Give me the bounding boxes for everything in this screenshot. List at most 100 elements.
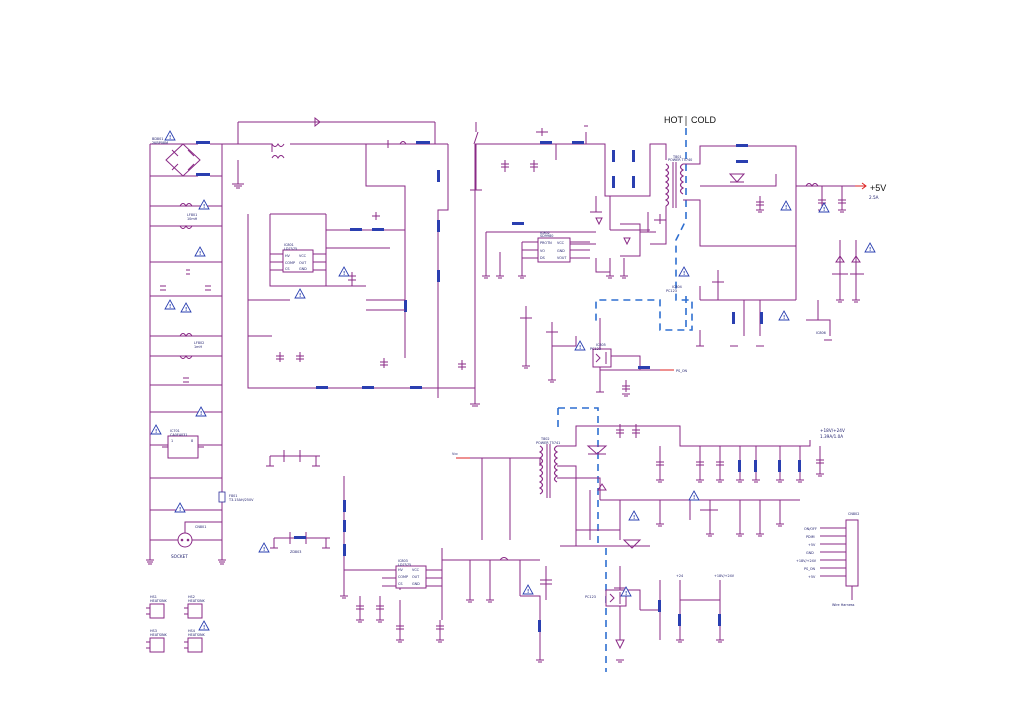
svg-text:!: ! — [343, 271, 345, 277]
ic803-pin-comp: COMP — [398, 575, 408, 579]
warning-icon: ! — [294, 288, 306, 299]
socket-label: SOCKET — [171, 554, 188, 559]
feedback-section — [520, 306, 674, 397]
hs3-part: HEATSINK — [150, 633, 168, 637]
svg-text:!: ! — [625, 591, 627, 597]
ic801-pin-hv: HV — [285, 254, 291, 258]
lf802-ref: LF802 — [194, 341, 204, 345]
warning-icon: ! — [818, 202, 830, 213]
ic801-pin-cs: CS — [285, 267, 290, 271]
ic801-part: LD7575 — [284, 247, 297, 251]
svg-text:!: ! — [693, 495, 695, 501]
ic803-part: LD7575 — [398, 563, 411, 567]
primary-bulk-section — [232, 116, 520, 407]
svg-text:!: ! — [169, 304, 171, 310]
warning-icon: ! — [620, 586, 632, 597]
ps-on-tag: PS_ON — [676, 369, 688, 373]
v5-output-label: +5V — [870, 183, 886, 193]
svg-text:!: ! — [783, 315, 785, 321]
svg-text:1: 1 — [171, 439, 173, 443]
warning-icon: ! — [174, 502, 186, 513]
ic803-pin-gnd: GND — [412, 582, 420, 586]
t802-part: POWER T5741 — [536, 441, 560, 445]
cn801-label: CN801 — [195, 525, 206, 529]
ic802-ref: IC802 — [540, 231, 550, 235]
ic803-pin-cs: CS — [398, 582, 403, 586]
v5-output-current: 2.5A — [869, 195, 879, 200]
svg-text:!: ! — [823, 207, 825, 213]
ic801-pin-out: OUT — [299, 261, 307, 265]
svg-text:!: ! — [179, 507, 181, 513]
v24-left-label: +24 — [676, 574, 683, 578]
main-output-section — [456, 424, 824, 549]
svg-text:!: ! — [785, 205, 787, 211]
ic802-pin2: VCC — [557, 241, 565, 245]
warning-icon: ! — [194, 246, 206, 257]
ic802-pin4: GND — [557, 249, 565, 253]
svg-text:!: ! — [683, 271, 685, 277]
t802-ref: T802 — [540, 437, 550, 441]
hs3-ref: HS3 — [150, 629, 157, 633]
warning-icon: ! — [780, 200, 792, 211]
svg-text:!: ! — [169, 135, 171, 141]
lf801-part: 10mH — [187, 217, 198, 221]
cn802-signal-4: GND — [806, 551, 814, 555]
warning-icon: ! — [678, 266, 690, 277]
warning-icon: ! — [195, 406, 207, 417]
vcc-tag: Vcc — [452, 452, 458, 456]
warning-symbols: !!!!!!!!!!!!!!!!!!!!!! — [150, 130, 876, 631]
warning-icon: ! — [688, 490, 700, 501]
output-connector — [820, 519, 859, 600]
zd803-caption: ZD803 — [290, 550, 301, 554]
ic804-ref: IC804 — [672, 285, 682, 289]
cn802-signal-1: ON/OFF — [804, 527, 817, 531]
ic801-ref: IC801 — [284, 243, 294, 247]
hs2-part: HEATSINK — [188, 599, 206, 603]
warning-icon: ! — [628, 510, 640, 521]
v18-output-current: 1.39A/1.0A — [820, 434, 843, 439]
ic803-pin-vcc: VCC — [412, 568, 420, 572]
ic701-ref: IC701 — [170, 429, 180, 433]
ic802-pin3: VO — [540, 249, 545, 253]
cn802-signal-7: +5V — [808, 575, 816, 579]
ic805-ref: IC805 — [596, 343, 606, 347]
svg-text:!: ! — [633, 515, 635, 521]
ic804-part: PC123 — [666, 289, 677, 293]
svg-text:!: ! — [185, 307, 187, 313]
bridge-ref: BD801 — [152, 137, 163, 141]
ic805-part: PC123 — [590, 347, 601, 351]
ic801-pin-comp: COMP — [285, 261, 295, 265]
ic801-pin-vcc: VCC — [299, 254, 307, 258]
warning-icon: ! — [180, 302, 192, 313]
svg-text:!: ! — [203, 625, 205, 631]
svg-text:!: ! — [579, 345, 581, 351]
standby-flyback — [470, 122, 685, 279]
cn802-signal-5: +18V/+24V — [796, 559, 817, 563]
ic802-part: SD9980 — [540, 234, 553, 238]
bottom-feedback-section — [605, 566, 724, 663]
ic802-pin1: PROTN — [540, 241, 552, 245]
v18-24-node-label: +18V/+24V — [714, 574, 735, 578]
v18-output-label: +18V/+24V — [820, 428, 845, 433]
hot-label: HOT — [664, 115, 684, 125]
svg-text:!: ! — [527, 589, 529, 595]
hs4-ref: HS4 — [188, 629, 195, 633]
cn802-signal-3: +5V — [808, 543, 816, 547]
hs4-part: HEATSINK — [188, 633, 206, 637]
cn802-ref: CN802 — [848, 512, 859, 516]
hs1-ref: HS1 — [150, 595, 157, 599]
warning-icon: ! — [164, 130, 176, 141]
warning-icon: ! — [198, 199, 210, 210]
output-5v-section — [683, 144, 867, 347]
ic802-pin6: VOUT — [557, 256, 567, 260]
hs2-ref: HS2 — [188, 595, 195, 599]
warning-icon: ! — [338, 266, 350, 277]
cn802-title: Wire Harness — [832, 603, 855, 607]
ic803-ref: IC803 — [398, 559, 408, 563]
ic803-pin-hv: HV — [398, 568, 404, 572]
isolation-barrier — [557, 116, 693, 672]
second-controller-section — [340, 476, 552, 663]
lf801-ref: LF801 — [187, 213, 197, 217]
